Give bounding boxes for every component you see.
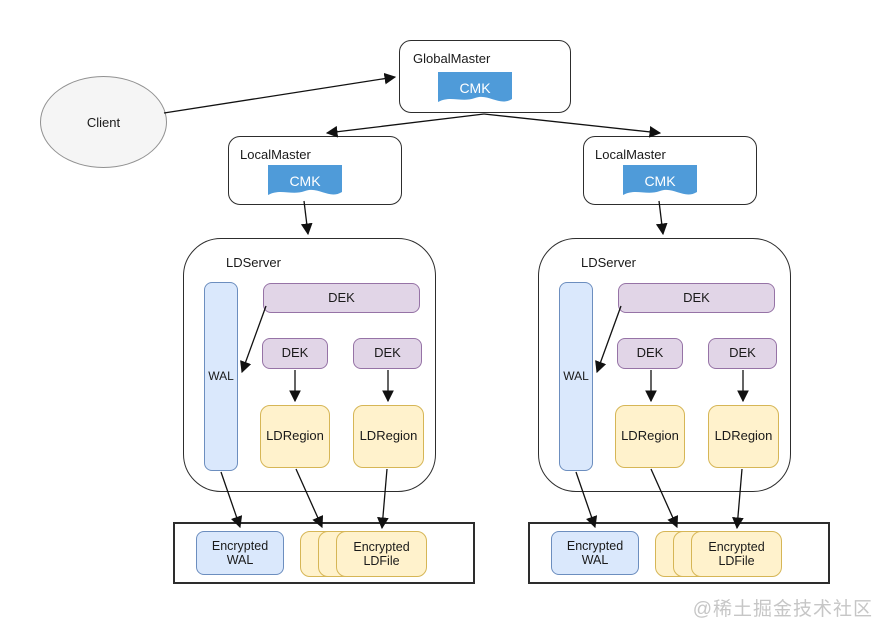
arrow-globalmaster-to-localmaster-left: [325, 113, 485, 138]
encrypted-wal-label: Encrypted WAL: [211, 538, 269, 567]
dek-label: DEK: [374, 345, 401, 361]
dek-main-node-right: DEK: [618, 283, 775, 313]
dek-node-right-1: DEK: [617, 338, 683, 369]
arrow-cmk-to-ldserver-left: [300, 200, 313, 236]
cmk-document-icon: CMK: [438, 72, 512, 107]
global-master-node: GlobalMaster CMK: [399, 40, 571, 113]
global-master-cmk-label: CMK: [459, 79, 491, 96]
arrow-client-to-globalmaster: [163, 72, 397, 114]
local-master-cmk-label: CMK: [644, 172, 676, 189]
wal-label: WAL: [208, 368, 234, 383]
encrypted-wal-node-right: Encrypted WAL: [551, 531, 639, 575]
dek-node-left-2: DEK: [353, 338, 422, 369]
global-master-title: GlobalMaster: [413, 51, 491, 66]
watermark-text: @稀土掘金技术社区: [692, 599, 873, 620]
dek-label: DEK: [683, 289, 710, 305]
ld-region-label: LDRegion: [359, 428, 418, 444]
dek-main-node-left: DEK: [263, 283, 420, 313]
dek-label: DEK: [281, 345, 309, 361]
local-master-node-left: LocalMaster CMK: [228, 136, 402, 205]
ld-region-label: LDRegion: [266, 428, 324, 444]
wal-label: WAL: [563, 368, 589, 383]
dek-node-left-1: DEK: [262, 338, 328, 369]
encrypted-wal-node-left: Encrypted WAL: [196, 531, 284, 575]
ld-region-node-left-2: LDRegion: [353, 405, 424, 468]
local-master-title: LocalMaster: [595, 147, 666, 162]
encrypted-ldfile-label: Encrypted LDFile: [708, 539, 765, 568]
client-label: Client: [86, 114, 121, 130]
local-master-cmk-label: CMK: [289, 172, 321, 189]
ld-region-node-right-2: LDRegion: [708, 405, 779, 468]
encrypted-wal-label: Encrypted WAL: [566, 538, 624, 567]
ld-region-node-right-1: LDRegion: [615, 405, 685, 468]
arrow-cmk-to-ldserver-right: [655, 200, 668, 236]
dek-label: DEK: [328, 289, 355, 305]
encrypted-ldfile-node-right: Encrypted LDFile: [691, 531, 782, 577]
ld-server-title: LDServer: [581, 255, 636, 270]
ld-region-node-left-1: LDRegion: [260, 405, 330, 468]
local-master-node-right: LocalMaster CMK: [583, 136, 757, 205]
cmk-document-icon: CMK: [268, 165, 342, 200]
ld-server-title: LDServer: [226, 255, 281, 270]
dek-label: DEK: [729, 345, 756, 361]
encrypted-ldfile-label: Encrypted LDFile: [353, 539, 410, 568]
encrypted-ldfile-node-left: Encrypted LDFile: [336, 531, 427, 577]
ld-region-label: LDRegion: [621, 428, 679, 444]
arrow-globalmaster-to-localmaster-right: [483, 113, 662, 138]
dek-node-right-2: DEK: [708, 338, 777, 369]
client-node: Client: [40, 76, 167, 168]
cmk-document-icon: CMK: [623, 165, 697, 200]
local-master-title: LocalMaster: [240, 147, 311, 162]
wal-node-right: WAL: [559, 282, 593, 471]
wal-node-left: WAL: [204, 282, 238, 471]
dek-label: DEK: [636, 345, 664, 361]
ld-region-label: LDRegion: [714, 428, 773, 444]
